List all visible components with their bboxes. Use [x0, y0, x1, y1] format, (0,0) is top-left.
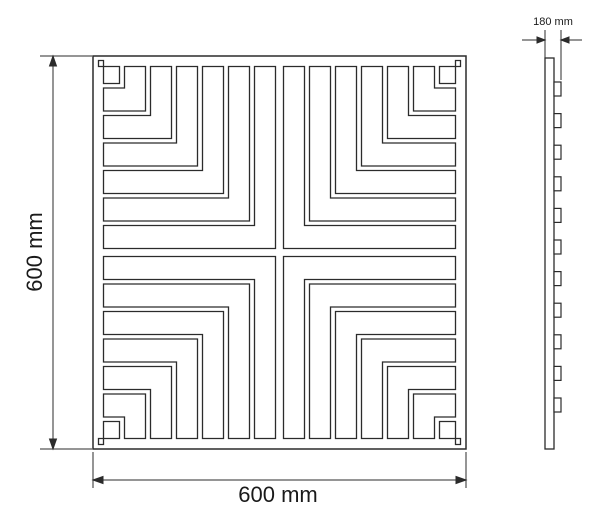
height-dimension	[40, 54, 92, 451]
chevron-q1-ring-7	[97, 59, 121, 85]
chevron-q2-ring-2	[308, 65, 457, 222]
chevron-q4-ring-6	[102, 393, 147, 440]
chevron-q4-ring-3	[102, 310, 225, 440]
chevron-q3-ring-2	[308, 283, 457, 440]
side-tooth-11	[553, 397, 562, 413]
side-tooth-1	[553, 81, 562, 97]
width-dimension	[91, 452, 468, 488]
chevron-q1-ring-4	[102, 65, 199, 167]
chevron-q2-ring-3	[334, 65, 457, 195]
chevron-q3-ring-7	[438, 420, 462, 446]
side-tooth-4	[553, 176, 562, 192]
chevron-q3-ring-4	[360, 338, 457, 440]
chevron-q2-ring-4	[360, 65, 457, 167]
chevron-q3-ring-5	[386, 365, 457, 440]
front-view	[92, 55, 467, 450]
chevron-q1-ring-2	[102, 65, 251, 222]
chevron-q4-ring-5	[102, 365, 173, 440]
panel-outline	[92, 55, 467, 450]
chevron-q4-ring-7	[97, 420, 121, 446]
side-tooth-6	[553, 239, 562, 255]
chevron-q4-ring-1	[102, 255, 277, 440]
side-tooth-5	[553, 207, 562, 223]
height-label: 600 mm	[22, 212, 47, 291]
chevron-q1-ring-6	[102, 65, 147, 112]
chevron-q2-ring-1	[282, 65, 457, 250]
chevron-q2-ring-7	[438, 59, 462, 85]
chevron-q1-ring-5	[102, 65, 173, 140]
chevron-q3-ring-3	[334, 310, 457, 440]
chevron-pattern	[97, 59, 462, 446]
width-label: 600 mm	[238, 482, 317, 507]
chevron-q1-ring-1	[102, 65, 277, 250]
side-tooth-7	[553, 271, 562, 287]
depth-label: 180 mm	[533, 16, 573, 28]
chevron-q4-ring-2	[102, 283, 251, 440]
side-tooth-2	[553, 112, 562, 129]
side-tooth-10	[553, 365, 562, 381]
side-tooth-3	[553, 144, 562, 160]
chevron-q1-ring-3	[102, 65, 225, 195]
chevron-q3-ring-1	[282, 255, 457, 440]
chevron-q3-ring-6	[412, 393, 457, 440]
side-teeth	[553, 81, 562, 413]
depth-dimension	[522, 30, 582, 80]
side-view	[544, 57, 562, 450]
side-tooth-8	[553, 302, 562, 318]
chevron-q2-ring-5	[386, 65, 457, 140]
chevron-q4-ring-4	[102, 338, 199, 440]
side-tooth-9	[553, 334, 562, 350]
chevron-q2-ring-6	[412, 65, 457, 112]
side-panel-body	[544, 57, 555, 450]
